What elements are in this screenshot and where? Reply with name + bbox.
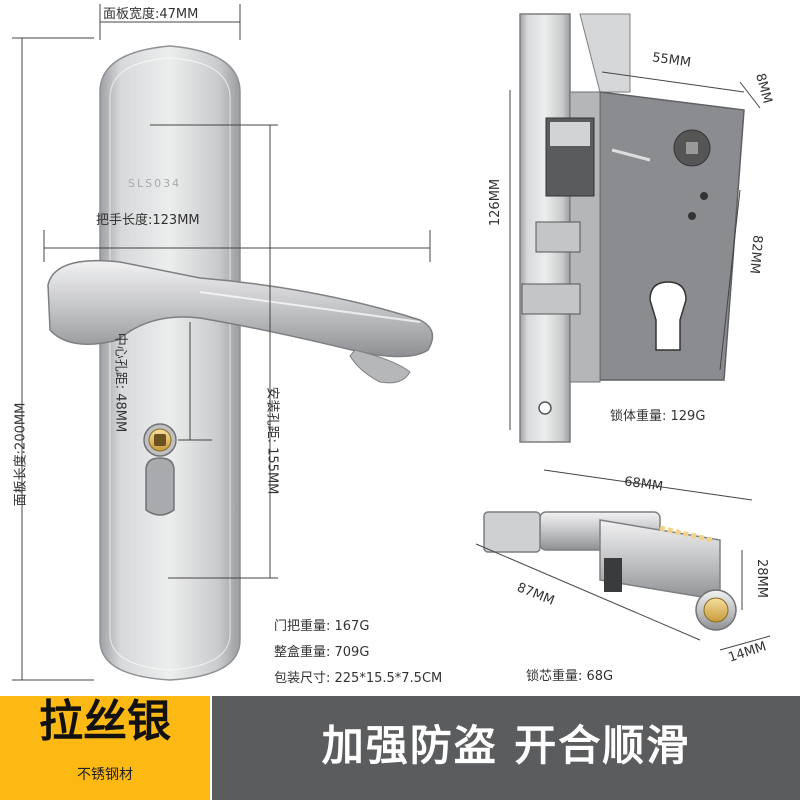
spec-package-size: 包装尺寸: 225*15.5*7.5CM: [274, 671, 443, 686]
lock-dimension-lines: [509, 71, 761, 430]
install-hole-label: 安装孔距: 155MM: [264, 386, 280, 495]
lock-weight-label: 锁体重量: 129G: [610, 409, 706, 424]
spec-handle-weight: 门把重量: 167G: [274, 619, 370, 634]
slogan-banner: [212, 696, 800, 800]
cylinder-dimension-lines: [475, 469, 771, 651]
finish-name: 拉丝银: [39, 696, 171, 747]
slogan-text: 加强防盗 开合顺滑: [321, 721, 691, 770]
lock-height-label: 126MM: [488, 178, 504, 227]
cylinder-weight-label: 锁芯重量: 68G: [526, 669, 614, 684]
finish-banner: [0, 696, 210, 800]
center-hole-label: 中心孔距: 48MM: [112, 332, 128, 433]
lock-cylinder: [483, 511, 737, 631]
lock-hole-label: 82MM: [746, 234, 765, 275]
lock-body: [519, 13, 745, 443]
panel-engraving: SLS034: [128, 177, 182, 190]
panel-length-label: 面板长度:200MM: [13, 402, 29, 507]
lever-handle: [47, 259, 434, 384]
handle-length-label: 把手长度:123MM: [96, 213, 200, 228]
handle-panel: [99, 45, 241, 681]
panel-keyhole: [143, 423, 177, 516]
spec-box-weight: 整盒重量: 709G: [274, 645, 370, 660]
handle-dimension-lines: [12, 4, 431, 681]
cylinder-height-label: 28MM: [753, 559, 769, 598]
finish-material: 不锈钢材: [77, 767, 133, 783]
panel-width-label: 面板宽度:47MM: [103, 7, 199, 22]
